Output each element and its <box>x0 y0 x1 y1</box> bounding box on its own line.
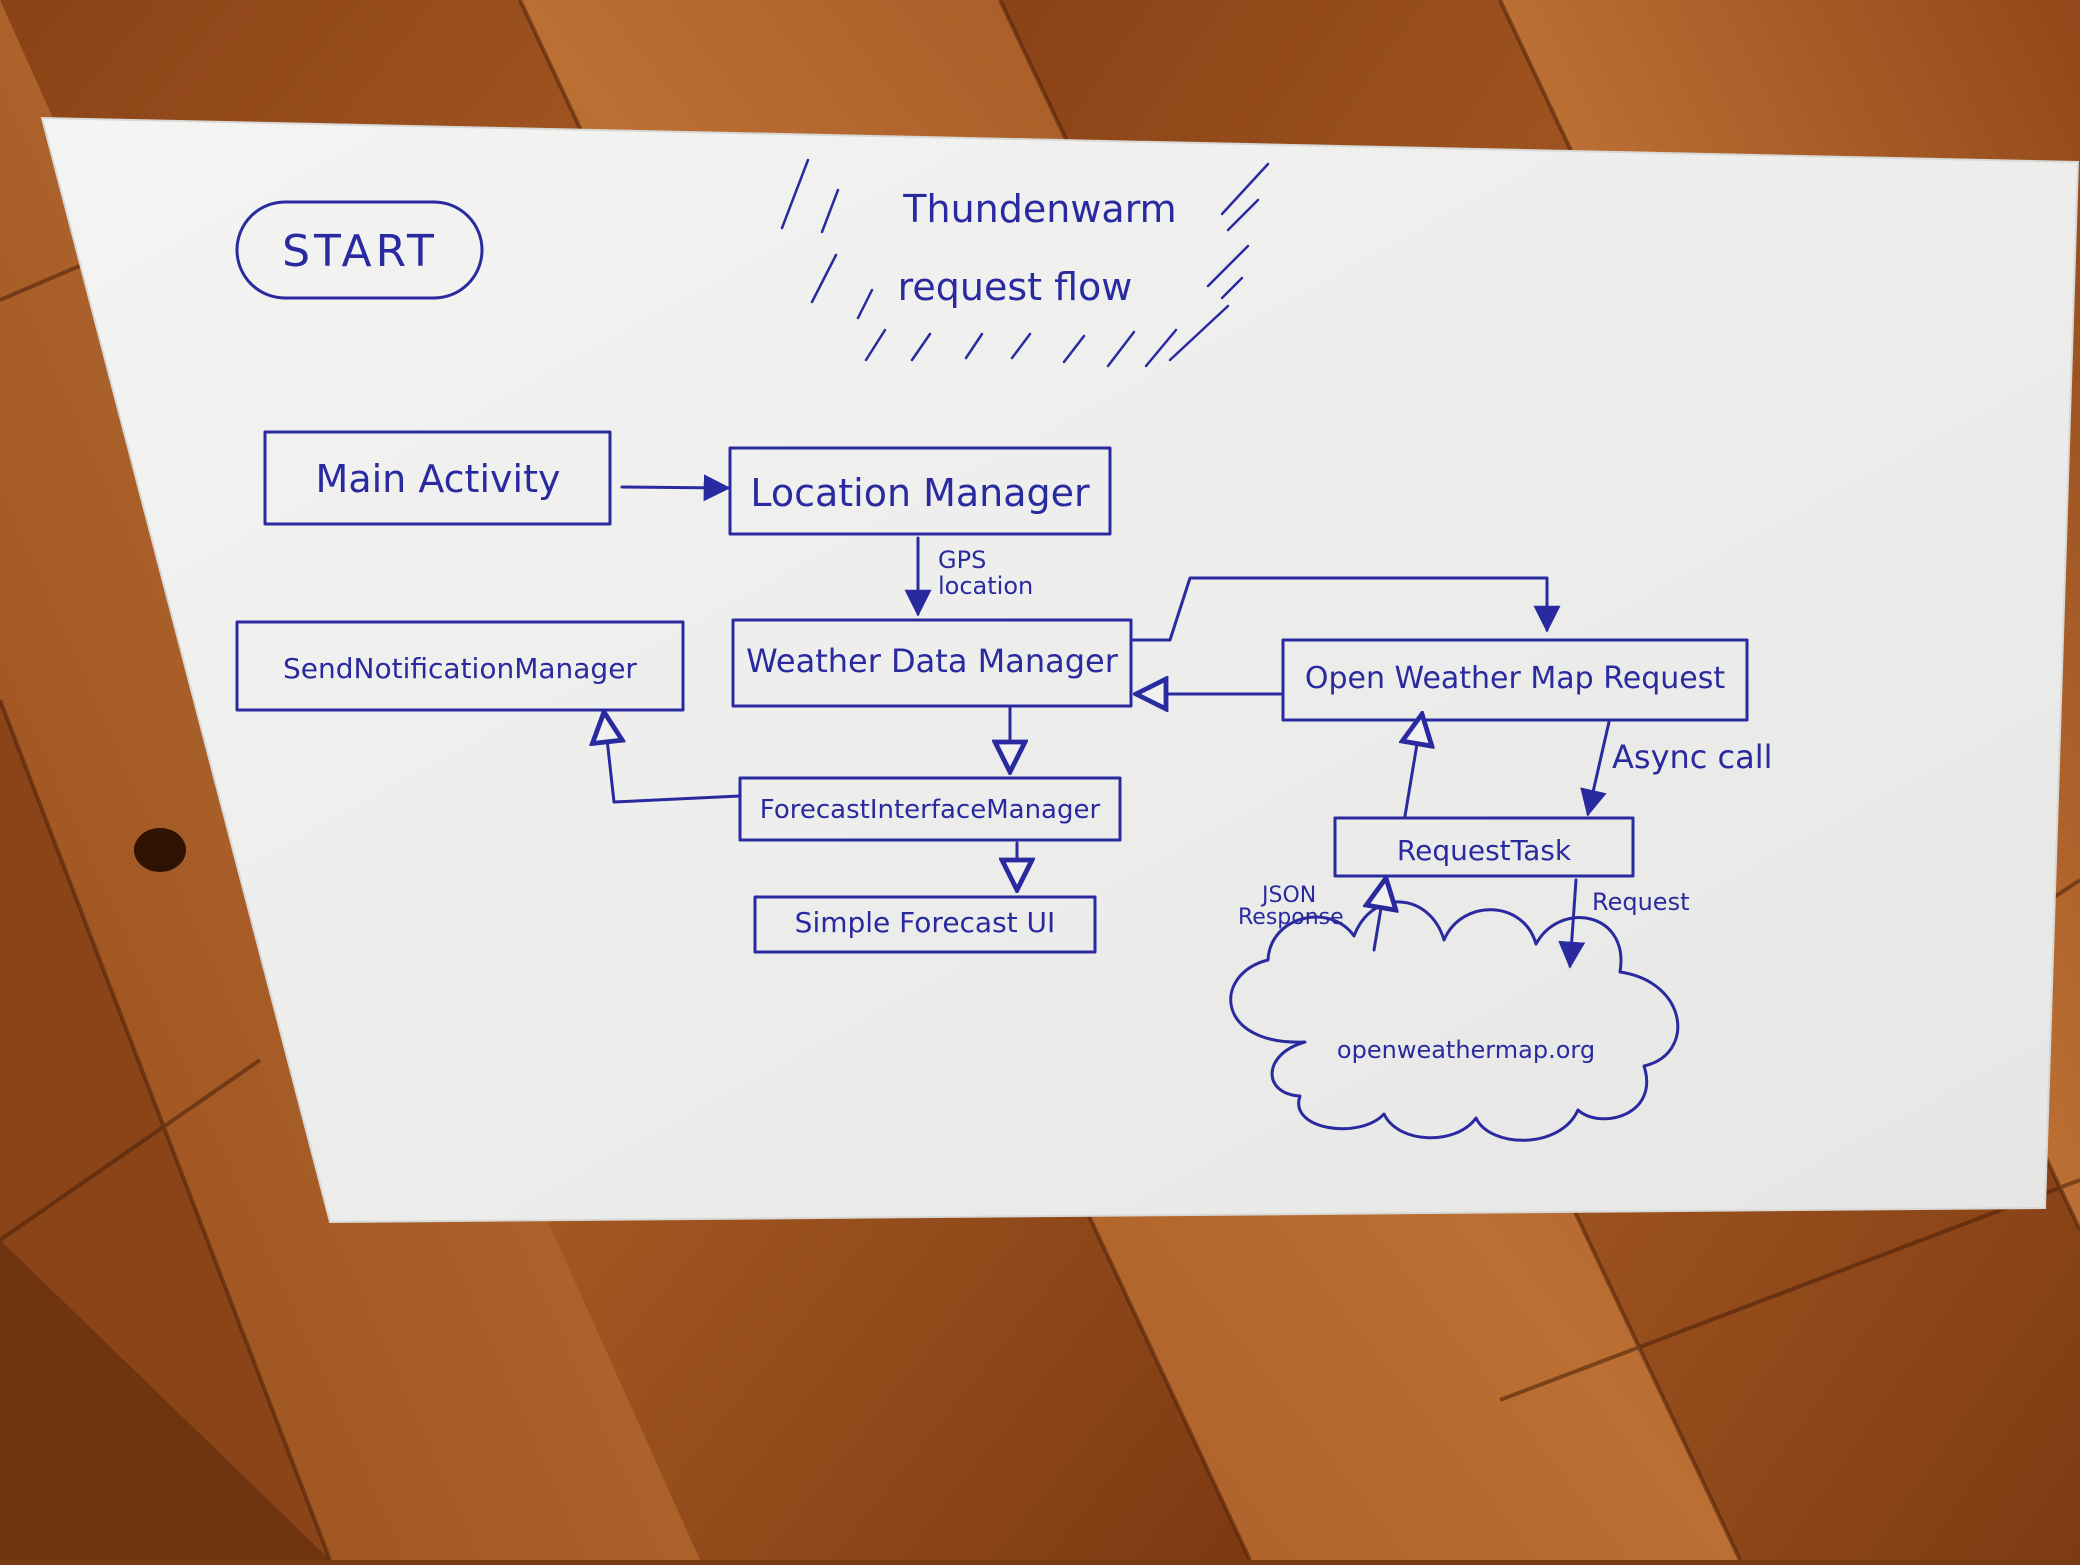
cloud-shape <box>1229 900 1680 1142</box>
edge-main-to-location <box>620 474 731 502</box>
edge-task-to-owm <box>1405 714 1422 818</box>
edge-owm-to-task <box>1580 720 1611 817</box>
edge-cloud-to-task <box>1374 878 1386 952</box>
wood-knot <box>134 828 186 872</box>
weather-data-manager-label: Weather Data Manager <box>746 642 1119 680</box>
title-line-2: request flow <box>898 265 1133 309</box>
edge-weather-to-owm <box>1131 576 1561 642</box>
title-rain-marks <box>780 158 1270 368</box>
gps-label-line-2: location <box>938 572 1033 600</box>
request-edge-label: Request <box>1592 888 1690 916</box>
main-activity-label: Main Activity <box>316 457 561 501</box>
forecast-interface-manager-label: ForecastInterfaceManager <box>760 795 1101 825</box>
async-call-label: Async call <box>1612 738 1773 776</box>
send-notification-manager-label: SendNotificationManager <box>283 652 637 685</box>
edge-task-to-cloud <box>1558 878 1586 969</box>
send-notification-manager-box <box>235 620 685 712</box>
simple-forecast-ui-label: Simple Forecast UI <box>795 906 1056 939</box>
diagram-labels: START Thundenwarm request flow Main Acti… <box>282 187 1772 1064</box>
main-activity-box <box>263 430 612 526</box>
start-terminator <box>235 200 484 300</box>
request-task-label: RequestTask <box>1397 834 1572 867</box>
open-weather-map-request-box <box>1281 638 1749 722</box>
location-manager-label: Location Manager <box>750 471 1090 515</box>
title-line-1: Thundenwarm <box>902 187 1176 231</box>
edge-forecast-to-notification <box>604 712 742 804</box>
json-label-line-1: JSON <box>1260 883 1316 908</box>
open-weather-map-request-label: Open Weather Map Request <box>1305 661 1725 696</box>
gps-label-line-1: GPS <box>938 546 986 574</box>
weather-data-manager-box <box>731 618 1133 708</box>
cloud-label: openweathermap.org <box>1337 1036 1595 1064</box>
request-task-box <box>1333 816 1635 878</box>
forecast-interface-manager-box <box>738 776 1122 842</box>
simple-forecast-ui-box <box>753 895 1097 954</box>
json-label-line-2: Response <box>1238 905 1344 930</box>
start-label: START <box>282 226 438 277</box>
